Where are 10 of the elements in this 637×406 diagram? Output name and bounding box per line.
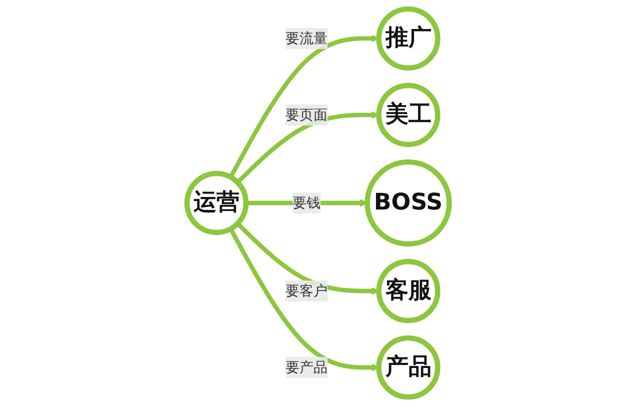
edge-label: 要客户	[286, 282, 328, 299]
node-circle: 运营	[184, 170, 249, 236]
node-circle: 美工	[376, 82, 441, 148]
edge-label: 要产品	[286, 358, 328, 376]
node-circle: BOSS	[365, 159, 452, 247]
node-circle: 产品	[376, 335, 441, 400]
node-circle: 客服	[376, 258, 441, 324]
edge-label: 要钱	[292, 194, 322, 211]
edge-label: 要流量	[286, 30, 328, 46]
edge-label: 要页面	[286, 106, 328, 123]
